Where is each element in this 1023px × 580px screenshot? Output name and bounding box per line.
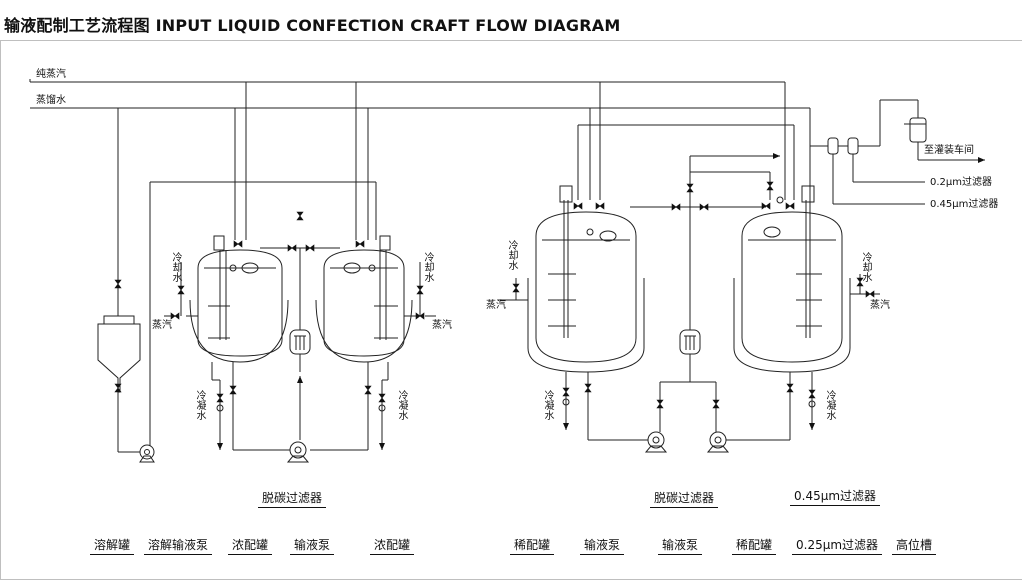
decarbon-filter-right [656, 329, 720, 432]
caption-transfer-pump-left: 输液泵 [290, 536, 335, 555]
to-filling-workshop-label: 至灌装车间 [924, 145, 974, 156]
caption-decarbon-filter-right: 脱碳过滤器 [650, 489, 719, 508]
caption-filter-025um: 0.25μm过滤器 [792, 536, 883, 555]
steam-label-1: 蒸汽 [152, 320, 172, 331]
caption-concentrated-tank-2: 浓配罐 [370, 536, 415, 555]
upper-feed-lines [114, 82, 377, 443]
transfer-pump-right-1 [588, 431, 668, 453]
caption-concentrated-tank-1: 浓配罐 [228, 536, 273, 555]
filter-045um [810, 137, 925, 183]
concentrated-tank-2 [315, 235, 436, 450]
condensate-label-3: 冷凝水 [544, 391, 555, 422]
transfer-pump-left [233, 441, 368, 463]
page-title: 输液配制工艺流程图 INPUT LIQUID CONFECTION CRAFT … [4, 16, 621, 35]
condensate-label-2: 冷凝水 [398, 391, 409, 422]
dilution-tank-2 [733, 185, 880, 440]
steam-label-4: 蒸汽 [870, 300, 890, 311]
caption-transfer-pump-right-1: 输液泵 [580, 536, 625, 555]
distilled-water-label: 蒸馏水 [36, 95, 66, 106]
steam-label-2: 蒸汽 [432, 320, 452, 331]
dissolving-pump [139, 443, 155, 463]
cooling-water-label-1: 冷却水 [172, 253, 183, 284]
right-feed-lines [577, 81, 811, 330]
filter-02um [827, 137, 925, 205]
caption-dissolving-tank: 溶解罐 [90, 536, 135, 555]
caption-high-level-tank: 高位槽 [892, 536, 937, 555]
condensate-label-4: 冷凝水 [826, 391, 837, 422]
pure-steam-label: 纯蒸汽 [36, 69, 66, 80]
caption-transfer-pump-right-2: 输液泵 [658, 536, 703, 555]
dissolving-tank [97, 315, 141, 453]
caption-dilution-tank-1: 稀配罐 [510, 536, 555, 555]
decarbon-filter-left [289, 329, 311, 440]
caption-dissolving-pump: 溶解输液泵 [144, 536, 213, 555]
filter-02um-label: 0.2μm过滤器 [930, 177, 993, 188]
pure-steam-header [29, 79, 600, 83]
dilution-tank-1 [498, 185, 645, 440]
caption-dilution-tank-2: 稀配罐 [732, 536, 777, 555]
concentrated-tank-1 [164, 235, 289, 450]
high-level-tank [756, 99, 985, 163]
condensate-label-1: 冷凝水 [196, 391, 207, 422]
caption-decarbon-filter-left: 脱碳过滤器 [258, 489, 327, 508]
caption-filter-045um: 0.45μm过滤器 [790, 487, 881, 506]
cooling-water-label-3: 冷却水 [508, 241, 519, 272]
steam-label-3: 蒸汽 [486, 300, 506, 311]
cooling-water-label-2: 冷却水 [424, 253, 435, 284]
transfer-pump-right-2 [706, 431, 790, 453]
cooling-water-label-4: 冷却水 [862, 253, 873, 284]
filter-045um-label: 0.45μm过滤器 [930, 199, 999, 210]
